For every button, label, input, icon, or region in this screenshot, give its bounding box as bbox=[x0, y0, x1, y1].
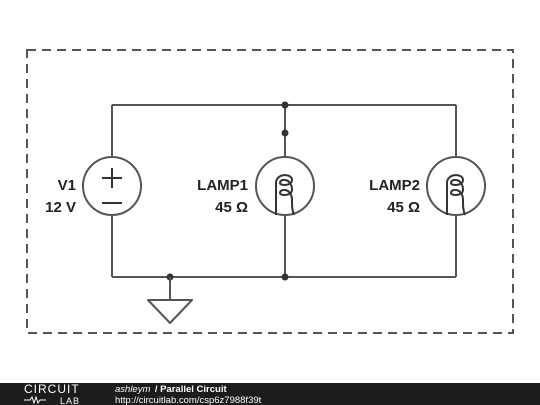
footer-separator: / bbox=[155, 384, 160, 395]
lamp1-value-label: 45 Ω bbox=[215, 199, 248, 216]
junction-dot-lamp1-top bbox=[281, 129, 289, 137]
lamp1[interactable] bbox=[255, 156, 315, 216]
junction-dot-bottom bbox=[281, 273, 289, 281]
lamp2-value-label: 45 Ω bbox=[387, 199, 420, 216]
logo-text-top: CIRCUIT bbox=[24, 383, 80, 396]
footer-circuit-title: Parallel Circuit bbox=[160, 384, 227, 395]
lamp1-name-label: LAMP1 bbox=[197, 177, 248, 194]
footer-credit: ashleym / Parallel Circuit bbox=[115, 383, 227, 396]
voltage-source-v1[interactable] bbox=[82, 156, 142, 216]
lamp1-filament-icon bbox=[275, 174, 295, 216]
ground-icon[interactable] bbox=[147, 277, 193, 324]
junction-dot-top bbox=[281, 101, 289, 109]
lamp2-name-label: LAMP2 bbox=[369, 177, 420, 194]
lamp1-circle bbox=[255, 156, 315, 216]
footer-user[interactable]: ashleym bbox=[115, 384, 150, 395]
lamp2[interactable] bbox=[426, 156, 486, 216]
footer-bar: CIRCUIT LAB ashleym / Parallel Circuit h… bbox=[0, 383, 540, 405]
logo-resistor-icon bbox=[24, 395, 46, 405]
lamp2-filament-icon bbox=[446, 174, 466, 216]
ground-triangle bbox=[147, 299, 193, 324]
v1-value-label: 12 V bbox=[45, 199, 76, 216]
circuitlab-logo[interactable]: CIRCUIT LAB bbox=[24, 383, 80, 405]
footer-url-link[interactable]: http://circuitlab.com/csp6z7988f39t bbox=[115, 395, 262, 405]
v1-name-label: V1 bbox=[58, 177, 76, 194]
logo-text-bottom: LAB bbox=[60, 396, 80, 405]
dashed-boundary bbox=[26, 49, 514, 334]
lamp2-circle bbox=[426, 156, 486, 216]
